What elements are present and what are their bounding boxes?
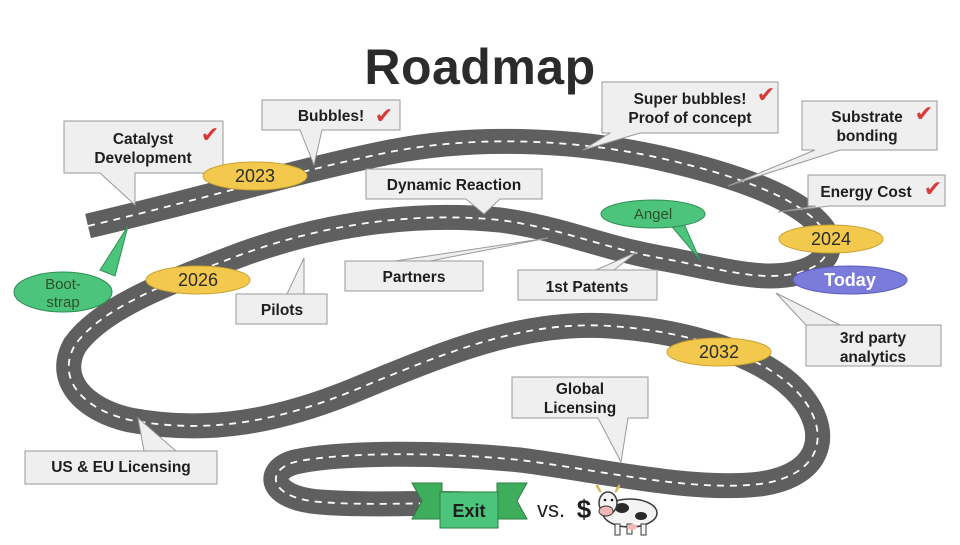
callout-dynamic-reaction: Dynamic Reaction — [365, 168, 543, 215]
year-label: 2026 — [178, 270, 218, 290]
exit-label: Exit — [452, 501, 485, 521]
exit-banner: Exit — [411, 482, 528, 529]
check-icon: ✔ — [757, 83, 775, 108]
road-center-line — [67, 140, 830, 505]
year-label: 2032 — [699, 342, 739, 362]
callout-label-line2: Development — [94, 150, 191, 167]
callout-label-line2: Licensing — [544, 400, 616, 417]
road — [56, 128, 841, 517]
callout-label-line1: Substrate — [831, 109, 903, 126]
year-label: 2024 — [811, 229, 851, 249]
callout-label: US & EU Licensing — [51, 459, 191, 476]
funding-angel-bubble: Angel — [600, 199, 706, 261]
year-2023-marker: 2023 — [202, 161, 308, 191]
bubble-label: Angel — [634, 206, 672, 223]
callout-first-patents: 1st Patents — [517, 251, 658, 301]
callout-pilots: Pilots — [235, 257, 328, 325]
callout-label: 1st Patents — [546, 279, 629, 296]
callout-energy-cost: Energy Cost ✔ — [777, 174, 946, 213]
callout-label: Partners — [383, 269, 446, 286]
year-2032-marker: 2032 — [666, 337, 772, 367]
callout-label-line2: Proof of concept — [628, 110, 751, 127]
callout-catalyst-development: Catalyst Development ✔ — [63, 120, 224, 207]
year-label: 2023 — [235, 166, 275, 186]
today-marker: Today — [792, 265, 908, 295]
callout-label-line1: Super bubbles! — [634, 91, 747, 108]
today-label: Today — [824, 270, 876, 290]
check-icon: ✔ — [924, 177, 942, 202]
callout-label-line1: Catalyst — [113, 131, 173, 148]
year-2024-marker: 2024 — [778, 224, 884, 254]
callout-label-line1: 3rd party — [840, 330, 907, 347]
year-2026-marker: 2026 — [145, 265, 251, 295]
page-title: Roadmap — [364, 39, 596, 95]
callout-label: Bubbles! — [298, 108, 364, 125]
callout-label: Energy Cost — [820, 184, 911, 201]
callout-third-party-analytics: 3rd party analytics — [775, 292, 942, 367]
callout-substrate-bonding: Substrate bonding ✔ — [727, 100, 938, 187]
check-icon: ✔ — [201, 123, 219, 148]
callout-label-line1: Global — [556, 381, 604, 398]
check-icon: ✔ — [915, 102, 933, 127]
callout-label-line2: analytics — [840, 349, 906, 366]
callout-global-licensing: Global Licensing — [511, 376, 649, 464]
vs-label: vs. — [537, 497, 565, 522]
bubble-label-line1: Boot- — [45, 276, 81, 293]
callout-super-bubbles: Super bubbles! Proof of concept ✔ — [582, 81, 779, 151]
callout-label: Dynamic Reaction — [387, 177, 521, 194]
bubble-label-line2: strap — [46, 294, 79, 311]
callout-partners: Partners — [344, 237, 549, 292]
cow-icon — [595, 484, 658, 536]
callout-bubbles: Bubbles! ✔ — [261, 99, 401, 167]
callout-label: Pilots — [261, 302, 303, 319]
callout-label-line2: bonding — [836, 128, 897, 145]
funding-bootstrap-bubble: Boot- strap — [13, 225, 129, 313]
dollar-sign: $ — [577, 494, 592, 524]
callout-us-eu-licensing: US & EU Licensing — [24, 416, 218, 485]
check-icon: ✔ — [375, 104, 393, 129]
